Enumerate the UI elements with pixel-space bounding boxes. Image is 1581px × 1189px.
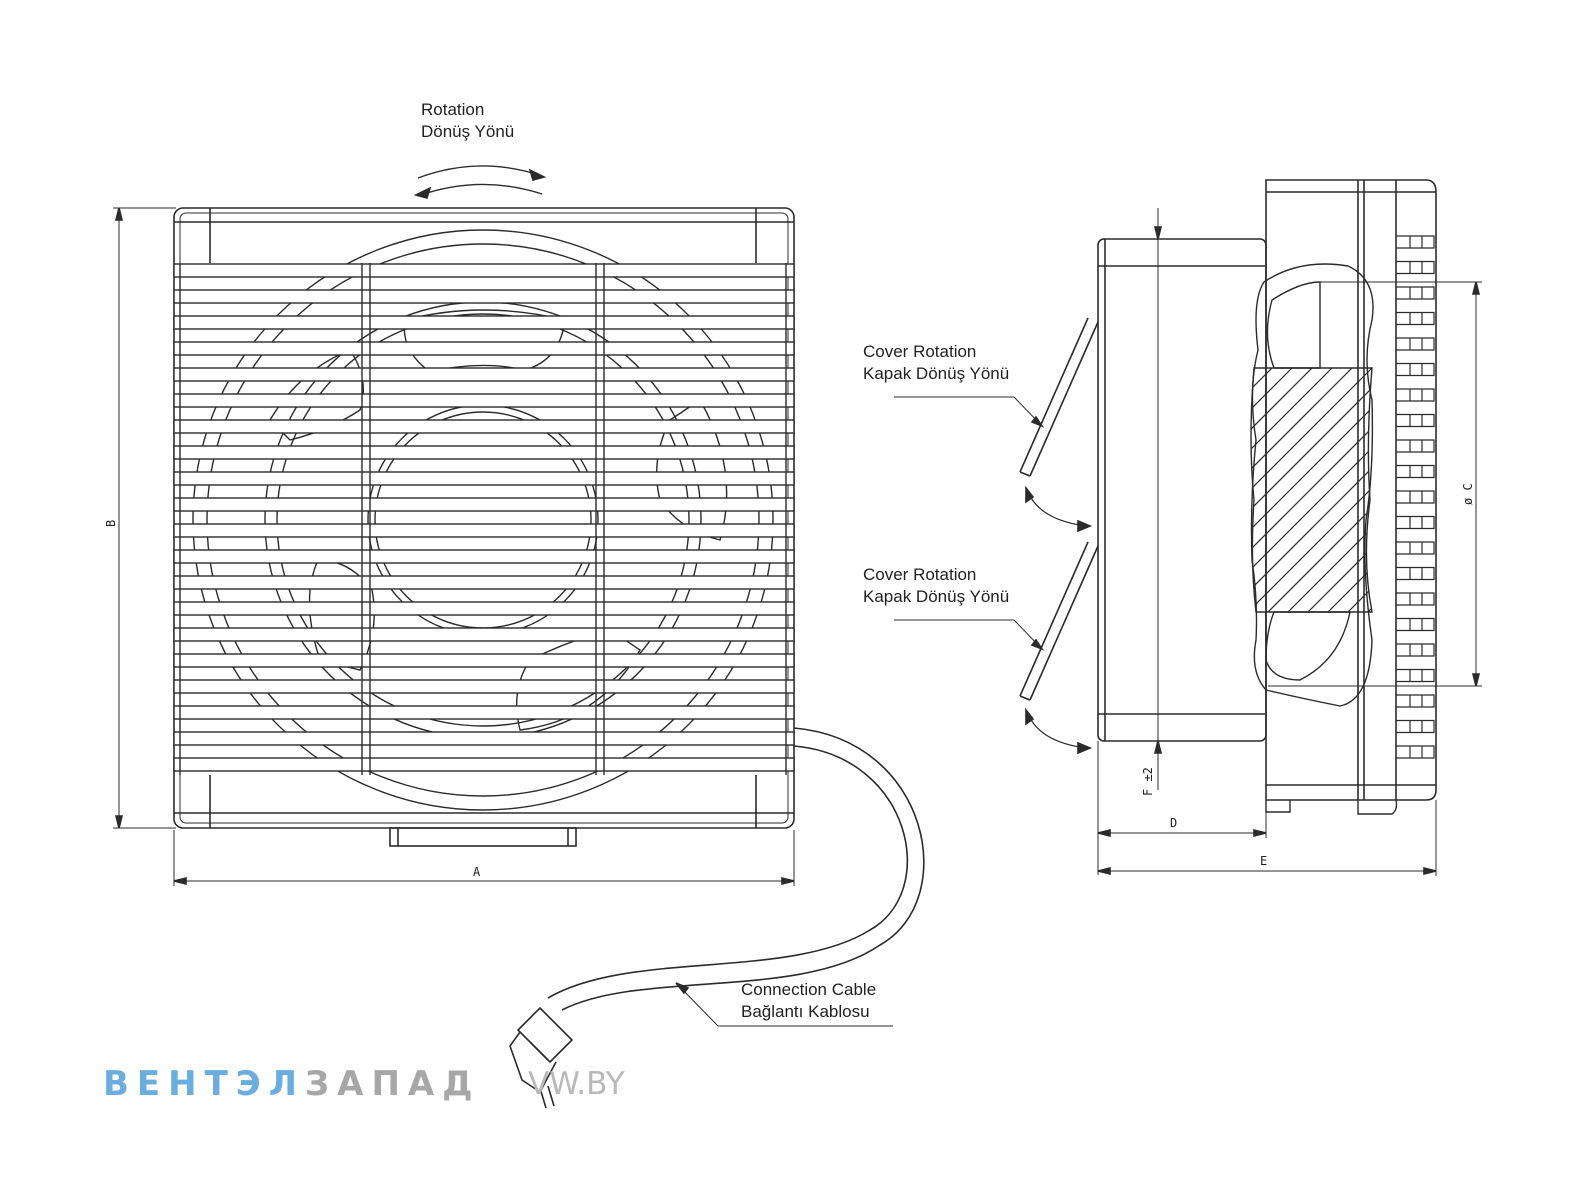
fin [1396, 745, 1435, 759]
bottom-tab [389, 827, 577, 847]
dimension-a-label: A [473, 865, 481, 879]
hatch-line [1251, 389, 1372, 541]
louver [173, 731, 795, 746]
fin [1396, 286, 1435, 300]
fin [1396, 694, 1435, 708]
hatch-line [1251, 529, 1372, 612]
fin [1396, 337, 1435, 351]
hatch-line [1251, 409, 1372, 561]
dimension-f-label: F ±2 [1141, 767, 1155, 796]
fin [1396, 643, 1435, 657]
connection-cable-label-tr: Bağlantı Kablosu [741, 1002, 870, 1021]
louver [173, 289, 795, 304]
louver [173, 757, 795, 772]
watermark-site: VW.BY [528, 1066, 625, 1102]
connection-cable-label-en: Connection Cable [741, 980, 877, 999]
grille-fins [1396, 235, 1435, 759]
louver [173, 549, 795, 564]
louver [173, 679, 795, 694]
fin [1396, 235, 1435, 249]
fin [1396, 413, 1435, 428]
fin [1396, 388, 1435, 402]
louver [173, 575, 795, 590]
louver [173, 393, 795, 408]
fin [1396, 541, 1435, 555]
louver [173, 601, 795, 616]
fin [1396, 439, 1435, 453]
dimension-d-label: D [1170, 816, 1178, 830]
hatch-line [1251, 569, 1372, 612]
fin [1396, 490, 1435, 504]
grille-ribs [179, 263, 787, 775]
fin [1396, 464, 1435, 479]
dimension-c-label: ø C [1461, 483, 1475, 505]
louver [173, 497, 795, 512]
rotation-arrow [417, 165, 543, 197]
front-view [113, 165, 925, 1109]
dimension-d [1097, 741, 1267, 875]
hatch-line [1251, 368, 1372, 421]
cover-rotation-label-2-tr: Kapak Dönüş Yönü [863, 587, 1010, 606]
watermark-brand-part2: ЗАПАД [304, 1064, 481, 1104]
cover-flap-top [1019, 317, 1099, 477]
louver [173, 705, 795, 720]
louver [173, 523, 795, 538]
cover-leader-2 [894, 619, 1041, 648]
dimension-b [113, 207, 176, 829]
hatch-line [1251, 509, 1372, 612]
cover-flap-bottom [1019, 541, 1099, 701]
connection-cable [547, 727, 925, 1011]
section-hatching [1251, 368, 1372, 612]
louver [173, 653, 795, 668]
louver [173, 367, 795, 382]
hatch-line [1251, 368, 1372, 401]
housing-body [1097, 238, 1267, 742]
fin [1396, 617, 1435, 632]
dimension-a [173, 830, 795, 886]
fin [1396, 260, 1435, 275]
grille-profile [1265, 179, 1437, 801]
rotation-label-en: Rotation [421, 100, 485, 119]
louver [173, 471, 795, 486]
louver [173, 419, 795, 434]
cover-rotation-label-1-tr: Kapak Dönüş Yönü [863, 364, 1010, 383]
watermark-brand: ВЕНТЭЛЗАПАД [103, 1064, 481, 1104]
louver [173, 627, 795, 642]
fin [1396, 362, 1435, 377]
hatch-line [1251, 368, 1372, 481]
fin [1396, 566, 1435, 581]
plug [509, 1006, 574, 1109]
hatch-line [1251, 368, 1372, 441]
hatch-line [1251, 369, 1372, 521]
fin [1396, 311, 1435, 326]
louver [173, 263, 795, 278]
hatch-line [1251, 368, 1372, 461]
dimension-b-label: B [104, 519, 118, 527]
hatch-line [1251, 549, 1372, 612]
rotation-label-tr: Dönüş Yönü [421, 122, 515, 141]
fin [1396, 719, 1435, 734]
hatch-line [1251, 489, 1372, 612]
cover-rotation-label-1-en: Cover Rotation [863, 342, 977, 361]
hatch-line [1251, 429, 1372, 581]
hatch-line [1251, 469, 1372, 612]
hatch-line [1251, 449, 1372, 601]
fin [1396, 515, 1435, 530]
louver [173, 315, 795, 330]
fin [1396, 668, 1435, 683]
dimension-e [1098, 800, 1437, 876]
side-view [894, 179, 1482, 876]
watermark-brand-part1: ВЕНТЭЛ [103, 1064, 305, 1104]
dimension-e-label: E [1260, 854, 1268, 868]
louver [173, 341, 795, 356]
grille-louvers [173, 263, 795, 772]
cover-leader-1 [894, 396, 1041, 425]
fin [1396, 592, 1435, 606]
louver [173, 445, 795, 460]
cover-rotation-label-2-en: Cover Rotation [863, 565, 977, 584]
hatch-line [1251, 368, 1372, 501]
cable-leader [677, 984, 893, 1027]
dimension-c [1268, 281, 1482, 687]
